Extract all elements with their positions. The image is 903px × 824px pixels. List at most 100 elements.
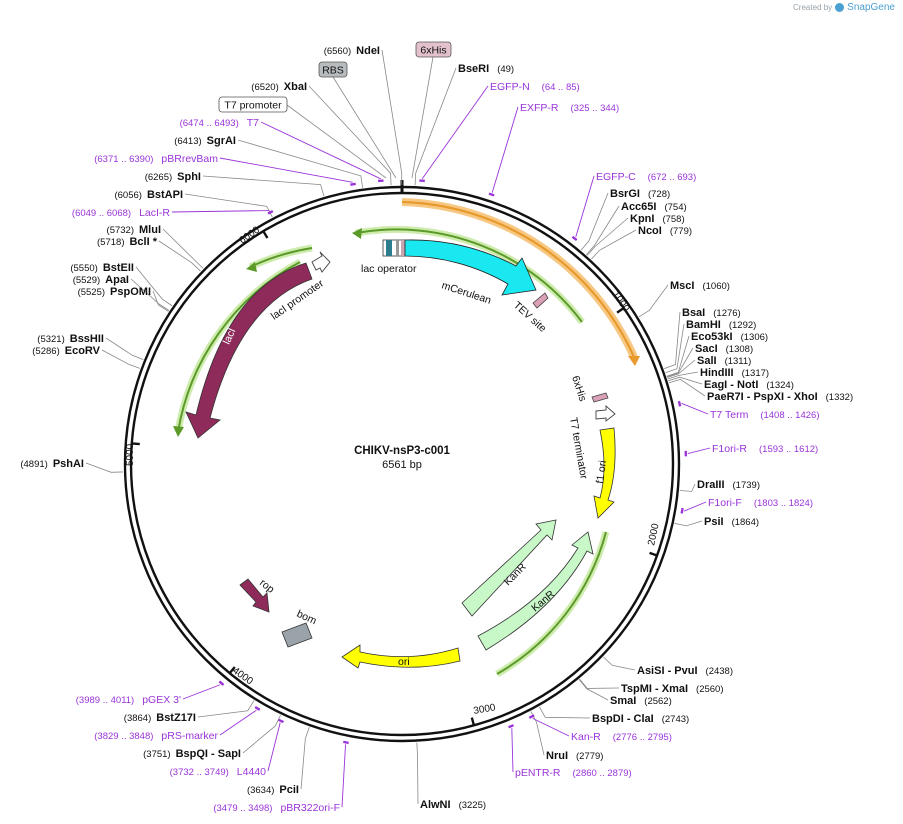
enzyme-position: (1306) bbox=[741, 332, 768, 343]
enzyme-name: XbaI bbox=[284, 81, 307, 93]
enzyme-position: (5550) bbox=[70, 263, 97, 274]
enzyme-name: Acc65I bbox=[621, 201, 656, 213]
enzyme-leader-line bbox=[665, 323, 685, 374]
enzyme-name: SacI bbox=[695, 343, 718, 355]
primer-leader-line bbox=[575, 175, 595, 237]
enzyme-name: PaeR7I - PspXI - XhoI bbox=[707, 391, 818, 403]
enzyme-label: SphI(6265) bbox=[145, 171, 201, 183]
tick-mark bbox=[228, 666, 236, 674]
enzyme-label: TspMI - XmaI(2560) bbox=[621, 683, 724, 695]
enzyme-position: (2743) bbox=[662, 714, 689, 725]
enzyme-label: EcoRV(5286) bbox=[32, 345, 100, 357]
enzyme-name: SgrAI bbox=[207, 135, 236, 147]
orf-green-left-arrowhead bbox=[246, 262, 257, 272]
primer-label: pENTR-R(2860 .. 2879) bbox=[515, 767, 632, 779]
enzyme-labels: NdeI(6560)BseRI(49)XbaI(6520)SgrAI(6413)… bbox=[20, 45, 853, 811]
enzyme-position: (728) bbox=[648, 189, 670, 200]
enzyme-name: BspQI - SapI bbox=[176, 748, 241, 760]
enzyme-leader-line bbox=[197, 700, 255, 718]
bom-box bbox=[281, 622, 313, 648]
enzyme-position: (5525) bbox=[78, 287, 105, 298]
enzyme-name: AlwNI bbox=[420, 799, 451, 811]
primer-label: T7(6474 .. 6493) bbox=[180, 117, 260, 129]
enzyme-position: (6265) bbox=[145, 172, 172, 183]
boxed-feature-6xhis: 6xHis bbox=[415, 41, 452, 58]
enzyme-name: BclI * bbox=[129, 236, 157, 248]
enzyme-position: (5732) bbox=[107, 225, 134, 236]
primer-label: T7 Term(1408 .. 1426) bbox=[710, 409, 819, 421]
primer-mark bbox=[571, 235, 578, 242]
enzyme-label: ApaI(5529) bbox=[73, 274, 129, 286]
enzyme-position: (49) bbox=[497, 64, 514, 75]
enzyme-leader-line bbox=[135, 266, 173, 307]
enzyme-label: MscI(1060) bbox=[670, 280, 730, 292]
feature-label-t7-terminator: T7 terminator bbox=[567, 416, 590, 480]
enzyme-leader-line bbox=[667, 371, 699, 380]
primer-position: (3829 .. 3848) bbox=[94, 731, 153, 742]
primer-marks bbox=[171, 85, 711, 808]
primer-mark bbox=[508, 724, 515, 729]
enzyme-leader-line bbox=[184, 193, 273, 218]
enzyme-position: (5321) bbox=[37, 334, 64, 345]
enzyme-leader-line bbox=[158, 240, 201, 272]
primer-name: Kan-R bbox=[571, 731, 601, 743]
enzyme-position: (1332) bbox=[826, 392, 853, 403]
primer-position: (325 .. 344) bbox=[571, 103, 620, 114]
enzyme-label: BssHII (5321) bbox=[37, 333, 104, 345]
enzyme-name: NcoI bbox=[638, 225, 662, 237]
primer-name: T7 Term bbox=[710, 409, 749, 421]
enzyme-label: BstAPI(6056) bbox=[114, 189, 183, 201]
tick-mark bbox=[131, 442, 140, 446]
enzyme-name: HindIII bbox=[700, 367, 734, 379]
enzyme-label: AlwNI(3225) bbox=[420, 799, 486, 811]
primer-position: (1593 .. 1612) bbox=[759, 444, 818, 455]
enzyme-leader-line bbox=[668, 378, 706, 397]
enzyme-label: AsiSI - PvuI(2438) bbox=[637, 665, 733, 677]
feature-label-f1-ori: f1 ori bbox=[594, 460, 609, 485]
enzyme-label: PaeR7I - PspXI - XhoI (1332) bbox=[707, 391, 853, 403]
primer-mark bbox=[218, 680, 225, 686]
enzyme-position: (1317) bbox=[742, 368, 769, 379]
primer-mark bbox=[343, 740, 349, 745]
enzyme-name: BssHII bbox=[70, 333, 104, 345]
primer-leader-line bbox=[182, 684, 221, 700]
tick-mark bbox=[470, 717, 476, 726]
enzyme-leader-line bbox=[578, 679, 609, 701]
primer-name: EGFP-N bbox=[490, 81, 530, 93]
enzyme-leader-line bbox=[237, 139, 363, 188]
enzyme-leader-line bbox=[381, 49, 403, 186]
enzyme-leader-line bbox=[668, 376, 703, 385]
feature-label-tev-site: TEV site bbox=[511, 299, 549, 335]
plasmid-name: CHIKV-nsP3-c001 bbox=[354, 445, 450, 457]
primer-name: EXFP-R bbox=[520, 102, 559, 114]
feature-leader-line bbox=[332, 76, 397, 179]
primer-label: pRS-marker(3829 .. 3848) bbox=[94, 730, 218, 742]
primer-mark bbox=[267, 209, 274, 215]
enzyme-position: (2779) bbox=[576, 751, 603, 762]
enzyme-leader-line bbox=[679, 483, 696, 492]
enzyme-label: BspQI - SapI (3751) bbox=[143, 748, 241, 760]
primer-leader-line bbox=[171, 210, 270, 213]
feature-label-lac-operator: lac operator bbox=[361, 263, 417, 275]
enzyme-leader-line bbox=[666, 335, 690, 377]
enzyme-position: (2562) bbox=[644, 696, 671, 707]
primer-label: Kan-R(2776 .. 2795) bbox=[571, 731, 672, 743]
enzyme-label: PshAI(4891) bbox=[20, 458, 84, 470]
enzyme-label: NcoI(779) bbox=[638, 225, 692, 237]
enzyme-name: ApaI bbox=[105, 274, 129, 286]
tick-label: 5000 bbox=[125, 443, 136, 466]
boxed-feature-6xhis-label: 6xHis bbox=[420, 45, 446, 57]
enzyme-name: DraIII bbox=[697, 479, 725, 491]
primer-labels: EGFP-N(64 .. 85)EXFP-R(325 .. 344)EGFP-C… bbox=[72, 81, 820, 814]
enzyme-position: (3751) bbox=[143, 749, 170, 760]
enzyme-leader-line bbox=[674, 520, 703, 527]
primer-leader-line bbox=[491, 106, 519, 193]
enzyme-name: KpnI bbox=[630, 213, 654, 225]
enzyme-label: BspDI - ClaI(2743) bbox=[592, 713, 689, 725]
mcerulean-arrow bbox=[404, 239, 537, 296]
lac-operator-stripe bbox=[386, 240, 392, 256]
enzyme-position: (754) bbox=[664, 202, 686, 213]
feature-leader-line bbox=[411, 56, 434, 179]
primer-name: F1ori-R bbox=[712, 443, 747, 455]
